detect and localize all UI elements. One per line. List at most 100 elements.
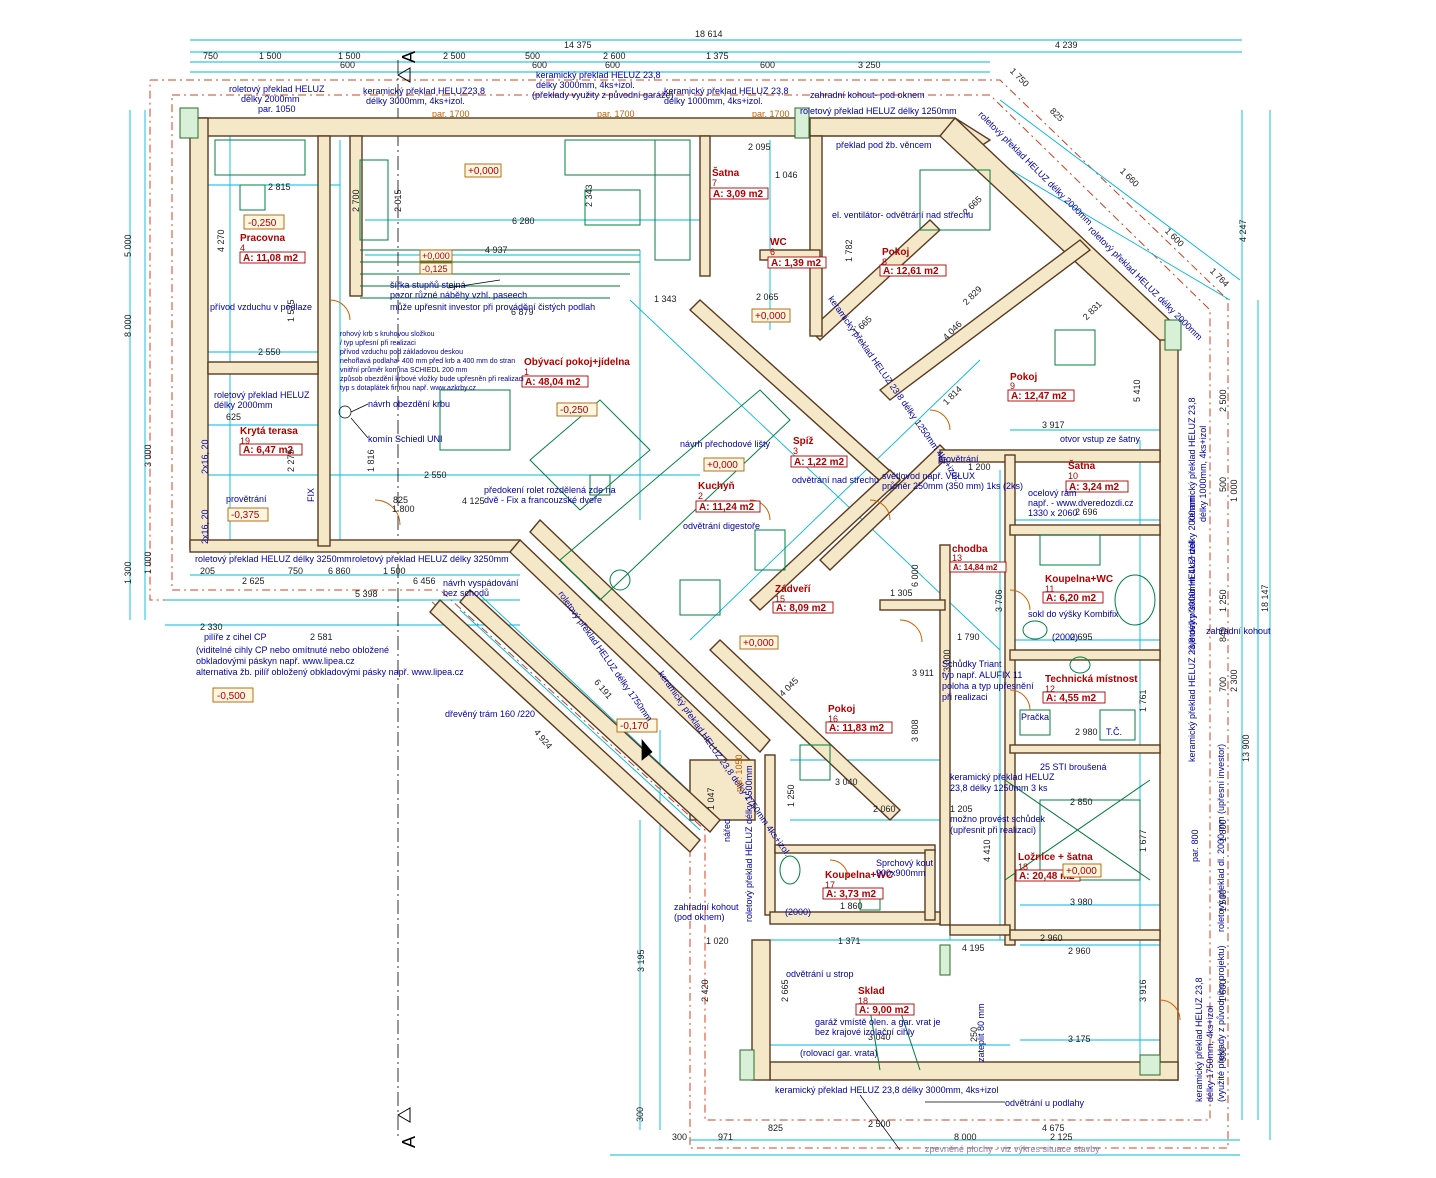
svg-text:13 900: 13 900: [1241, 734, 1251, 762]
svg-text:A: 6,20 m2: A: 6,20 m2: [1046, 593, 1096, 604]
svg-text:provětrání: provětrání: [938, 454, 979, 464]
svg-text:bez krajové izolační cihly: bez krajové izolační cihly: [815, 1027, 915, 1037]
svg-text:A: 11,83 m2: A: 11,83 m2: [829, 723, 884, 734]
svg-text:keramický překlad HELUZ 23,8 d: keramický překlad HELUZ 23,8 délky 1250m…: [826, 294, 962, 483]
svg-text:(2000): (2000): [785, 907, 811, 917]
svg-text:2 625: 2 625: [242, 576, 265, 586]
svg-text:7: 7: [712, 178, 717, 188]
svg-text:849: 849: [1218, 627, 1228, 642]
svg-text:může upřesnit investor při pro: může upřesnit investor při provádění čis…: [390, 302, 595, 312]
svg-text:2 125: 2 125: [1050, 1132, 1073, 1142]
svg-text:13: 13: [952, 553, 962, 563]
svg-text:2 960: 2 960: [1068, 946, 1091, 956]
svg-text:překlad pod žb. věncem: překlad pod žb. věncem: [836, 140, 932, 150]
room-koupelna-11: Koupelna+WC 11 A: 6,20 m2: [1042, 574, 1113, 604]
svg-text:obkladovými páskyn např. www.l: obkladovými páskyn např. www.lipea.cz: [196, 656, 355, 666]
svg-text:4 410: 4 410: [982, 839, 992, 862]
svg-text:6 191: 6 191: [592, 677, 614, 701]
svg-text:1 500: 1 500: [383, 566, 406, 576]
svg-text:2 420: 2 420: [700, 979, 710, 1002]
section-label-bottom: A: [399, 1136, 419, 1148]
svg-text:Krytá terasa: Krytá terasa: [240, 426, 298, 437]
svg-text:Sprchový kout: Sprchový kout: [876, 858, 934, 868]
svg-text:2 600: 2 600: [603, 51, 626, 61]
svg-text:4 125: 4 125: [462, 496, 485, 506]
svg-text:1 600: 1 600: [1163, 226, 1186, 249]
svg-text:A: 20,48 m2: A: 20,48 m2: [1019, 871, 1075, 882]
walls: [189, 116, 1182, 1081]
svg-text:keramický překlad HELUZ23,8: keramický překlad HELUZ23,8: [363, 86, 485, 96]
svg-text:2 015: 2 015: [393, 189, 403, 212]
svg-text:délky 3000mm, 4ks+izol.: délky 3000mm, 4ks+izol.: [366, 96, 465, 106]
svg-text:roletový překlad dl. 2000 mm (: roletový překlad dl. 2000 mm (upřesní in…: [1216, 744, 1226, 932]
svg-text:pilíře z cihel CP: pilíře z cihel CP: [204, 632, 267, 642]
svg-text:A: 1,39 m2: A: 1,39 m2: [771, 258, 821, 269]
svg-text:1: 1: [524, 367, 529, 377]
svg-text:Sklad: Sklad: [858, 986, 885, 997]
svg-text:500: 500: [525, 51, 540, 61]
svg-text:5 000: 5 000: [123, 234, 133, 257]
svg-text:poloha a typ upřesnění: poloha a typ upřesnění: [942, 681, 1034, 691]
svg-text:8 000: 8 000: [123, 314, 133, 337]
svg-text:nářed: nářed: [722, 819, 732, 842]
svg-text:1 677: 1 677: [1138, 829, 1148, 852]
svg-text:1 761: 1 761: [1138, 689, 1148, 712]
svg-text:vnitřní průměr komína SCHIEDL: vnitřní průměr komína SCHIEDL 200 mm: [340, 366, 468, 374]
svg-text:-0,250: -0,250: [248, 218, 277, 229]
svg-text:2 695: 2 695: [1070, 632, 1093, 642]
svg-text:1 343: 1 343: [654, 294, 677, 304]
svg-text:1 782: 1 782: [844, 239, 854, 262]
svg-text:2 980: 2 980: [1075, 727, 1098, 737]
svg-text:odvětrání digestoře: odvětrání digestoře: [683, 521, 760, 531]
svg-text:par. 1700: par. 1700: [752, 109, 790, 119]
svg-text:2 500: 2 500: [1218, 389, 1228, 412]
svg-text:18: 18: [1018, 862, 1028, 872]
svg-text:zahradní kohout: zahradní kohout: [1206, 626, 1271, 636]
svg-text:roletový překlad HELUZ délky 3: roletový překlad HELUZ délky 3250mm: [195, 554, 352, 564]
left-dimensions: 5 000 8 000 3 000 1 300 1 000 4 270 1 57…: [123, 229, 376, 584]
level-markers: +0,000 -0,250 +0,000 -0,125 +0,000 -0,25…: [212, 163, 1102, 878]
stair-detail: [360, 249, 1151, 1071]
svg-text:-0,500: -0,500: [217, 691, 246, 702]
furniture: [214, 139, 1156, 911]
svg-text:A: 8,09 m2: A: 8,09 m2: [776, 603, 826, 614]
svg-text:odvětrání nad střechu: odvětrání nad střechu: [792, 475, 879, 485]
svg-text:roletový překlad HELUZ délky 1: roletový překlad HELUZ délky 1500mm: [744, 765, 754, 922]
svg-text:1 860: 1 860: [840, 901, 863, 911]
svg-text:6 879: 6 879: [511, 307, 534, 317]
svg-text:1330 x 2060: 1330 x 2060: [1028, 508, 1078, 518]
svg-text:roletový překlad HELUZ délky 1: roletový překlad HELUZ délky 1250mm: [800, 106, 957, 116]
svg-text:zateplit 80 mm: zateplit 80 mm: [976, 1003, 986, 1062]
svg-text:18 147: 18 147: [1260, 584, 1270, 612]
svg-text:1 600: 1 600: [1218, 979, 1228, 1002]
room-labels: Pracovna 4 A: 11,08 m2 Šatna 7 A: 3,09 m…: [239, 166, 1138, 1016]
svg-text:3 195: 3 195: [636, 949, 646, 972]
svg-text:600: 600: [605, 60, 620, 70]
svg-text:A: 3,73 m2: A: 3,73 m2: [826, 889, 876, 900]
svg-text:pozor různé náběhy vzhl. pasee: pozor různé náběhy vzhl. paseech: [390, 290, 527, 300]
svg-text:rohový krb s kruhovou složkou: rohový krb s kruhovou složkou: [340, 331, 435, 338]
svg-text:A: 48,04 m2: A: 48,04 m2: [525, 377, 581, 388]
svg-text:2 550: 2 550: [424, 470, 447, 480]
svg-text:2 831: 2 831: [1081, 299, 1104, 322]
svg-text:Pokoj: Pokoj: [882, 247, 909, 258]
svg-text:Kuchyň: Kuchyň: [698, 481, 735, 492]
svg-text:návrh obezdění krbu: návrh obezdění krbu: [368, 399, 450, 409]
svg-text:WC: WC: [770, 237, 787, 248]
svg-text:3 980: 3 980: [1070, 897, 1093, 907]
room-technicka: Technická místnost 12 A: 4,55 m2: [1042, 674, 1138, 704]
svg-text:3 911: 3 911: [912, 668, 934, 678]
leaders: [338, 279, 1005, 1151]
svg-text:1 764: 1 764: [1208, 266, 1231, 289]
svg-text:1 500: 1 500: [259, 51, 282, 61]
svg-text:přívod vzduchu pod základovou: přívod vzduchu pod základovou deskou: [340, 349, 463, 356]
svg-text:3 916: 3 916: [1138, 979, 1148, 1002]
svg-text:1 800: 1 800: [1218, 819, 1228, 842]
svg-text:par. 1050: par. 1050: [734, 754, 744, 792]
svg-text:alternativa žb. pilíř obložený: alternativa žb. pilíř obložený obkladový…: [196, 667, 464, 677]
svg-text:205: 205: [200, 566, 215, 576]
svg-text:Spíž: Spíž: [793, 436, 814, 447]
svg-text:600: 600: [1218, 1047, 1228, 1062]
svg-text:(viditelné cihly CP nebo omítn: (viditelné cihly CP nebo omítnuté nebo o…: [196, 645, 389, 655]
